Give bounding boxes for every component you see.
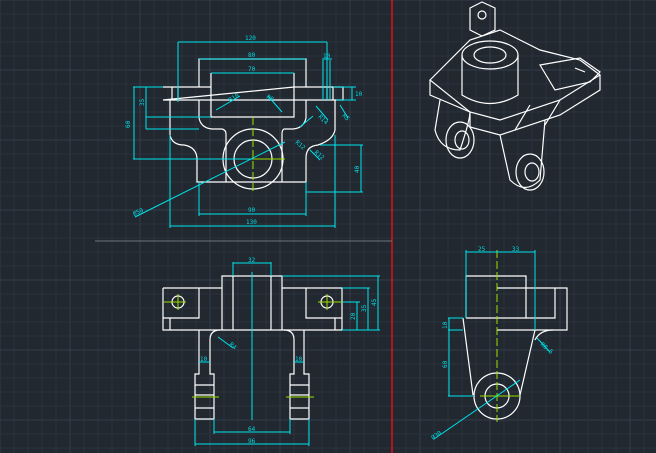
top-view[interactable]: 32 45 35 20 10 10 R4 64 96 xyxy=(162,257,380,446)
dim-40: 40 xyxy=(354,165,361,173)
dim-130: 130 xyxy=(246,219,257,226)
dim-r12b: R12 xyxy=(313,149,326,162)
dim-45: 45 xyxy=(371,298,378,306)
dim-r4: R4 xyxy=(228,341,238,351)
dim-35: 35 xyxy=(139,98,146,106)
dim-32: 32 xyxy=(248,257,256,264)
dim-10-right: 10 xyxy=(295,356,303,363)
dim-r5: R5 xyxy=(341,112,351,122)
dim-10-left: 10 xyxy=(200,356,208,363)
dim-r8: R8 xyxy=(265,94,275,104)
dim-r8-5: R8.5 xyxy=(539,341,555,356)
dim-80: 80 xyxy=(248,52,256,59)
dim-25: 25 xyxy=(478,246,486,253)
dim-dia50: Ø50 xyxy=(132,207,145,218)
dim-10: 10 xyxy=(442,321,449,329)
dim-90: 90 xyxy=(248,207,256,214)
dim-r14: R14 xyxy=(317,113,330,126)
dim-10: 10 xyxy=(323,53,331,60)
dim-10b: 10 xyxy=(355,91,363,98)
dim-120: 120 xyxy=(245,35,256,42)
dim-dia30: Ø30 xyxy=(430,429,443,441)
isometric-view[interactable] xyxy=(429,1,602,191)
dim-r10: R10 xyxy=(228,92,241,104)
dim-20: 20 xyxy=(350,312,357,320)
side-view[interactable]: 25 33 10 60 R8.5 Ø30 xyxy=(430,246,568,442)
dim-33: 33 xyxy=(512,246,520,253)
dim-96: 96 xyxy=(248,438,256,445)
dim-64: 64 xyxy=(248,426,256,433)
dim-r12a: R12 xyxy=(294,139,307,152)
dim-60: 60 xyxy=(442,360,449,368)
dim-60: 60 xyxy=(125,120,132,128)
dim-70: 70 xyxy=(248,66,256,73)
dim-35: 35 xyxy=(361,304,368,312)
front-view[interactable]: 120 80 70 10 10 35 60 40 90 130 Ø50 R10 … xyxy=(125,35,363,228)
